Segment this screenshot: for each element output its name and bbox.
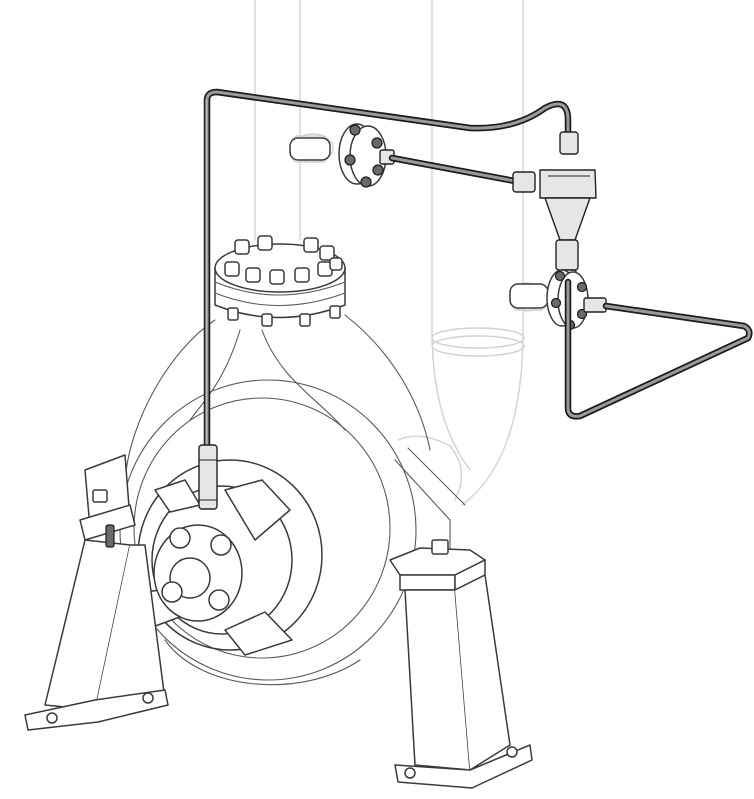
pump-nozzle-flange [214, 235, 346, 327]
flange-bolt [257, 235, 273, 251]
right-support-pedestal [389, 539, 533, 789]
flange-bolt [294, 267, 310, 283]
hub-bolt [208, 589, 230, 611]
seal-flush-tubing [203, 88, 572, 474]
flange-bolt [329, 257, 343, 271]
lower-orifice-flange [509, 269, 607, 331]
hub-bolt [210, 534, 232, 556]
flange-bolt [224, 261, 240, 277]
hub-bolt [169, 527, 191, 549]
flange-bolt [245, 267, 261, 283]
flange-bolt [319, 245, 335, 261]
cyclone-separator [539, 131, 597, 283]
left-support-pedestal [24, 454, 169, 731]
shaft-hub [153, 524, 243, 622]
flange-bolt [234, 239, 250, 255]
suction-pipe-vertical [254, 0, 301, 241]
return-loop-tubing [564, 278, 753, 420]
flange-bolt [303, 237, 319, 253]
upper-orifice-flange [289, 123, 395, 188]
pedestal-bolt [105, 524, 115, 548]
discharge-elbow [397, 327, 525, 506]
seal-gland-fitting [198, 444, 218, 510]
tap-line-to-separator [388, 154, 536, 193]
flange-bolt [269, 269, 285, 285]
hub-bolt [161, 581, 183, 603]
